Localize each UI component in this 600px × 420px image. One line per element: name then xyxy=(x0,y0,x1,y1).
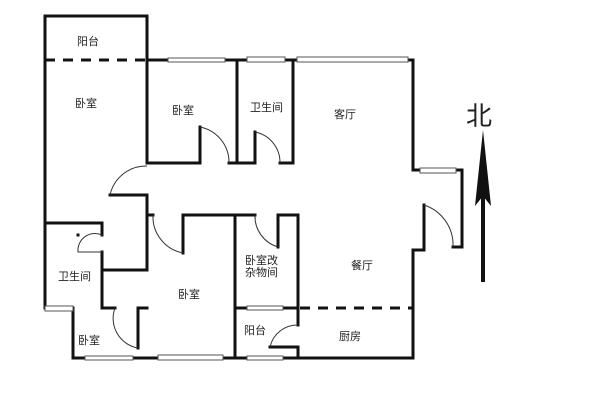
window xyxy=(419,167,457,174)
door-arc xyxy=(423,204,454,248)
door-arc xyxy=(254,131,281,164)
window xyxy=(246,305,284,311)
wall xyxy=(451,168,464,249)
wall xyxy=(406,58,422,172)
window xyxy=(84,355,134,361)
room-label-bedroom: 卧室 xyxy=(75,97,97,110)
room-label-balcony: 阳台 xyxy=(77,35,99,48)
wall xyxy=(100,250,117,310)
door-arc xyxy=(199,126,230,164)
window xyxy=(246,56,286,63)
wall xyxy=(227,130,257,165)
door-arc xyxy=(269,324,299,348)
wall xyxy=(43,221,104,237)
room-label-bedroom: 卧室 xyxy=(172,104,194,117)
compass-label: 北 xyxy=(466,102,493,132)
door-arc xyxy=(112,307,139,349)
room-label-bedroom: 卧室 xyxy=(178,288,200,301)
wall xyxy=(100,193,149,272)
room-label-living-room: 客厅 xyxy=(334,108,356,121)
room-label-dining-room: 餐厅 xyxy=(351,259,373,272)
window xyxy=(167,57,226,63)
room-label-storage: 卧室改 xyxy=(245,254,278,267)
wall xyxy=(181,213,257,255)
room-label-bathroom: 卫生间 xyxy=(250,101,283,114)
room-label-bathroom: 卫生间 xyxy=(58,270,91,283)
wall xyxy=(145,125,202,165)
door-arc xyxy=(109,165,148,196)
door-arc xyxy=(77,232,103,253)
wall xyxy=(278,58,295,165)
wall xyxy=(43,14,149,310)
window xyxy=(44,305,74,312)
wall xyxy=(71,306,87,360)
wall xyxy=(411,203,426,360)
room-label-bedroom: 卧室 xyxy=(78,334,100,347)
door-arc xyxy=(254,214,279,248)
north-arrow-icon xyxy=(475,130,491,282)
window xyxy=(157,354,224,361)
wall xyxy=(276,213,300,327)
window xyxy=(246,355,284,361)
window xyxy=(296,56,409,63)
wall xyxy=(268,345,300,360)
room-label-kitchen: 厨房 xyxy=(339,330,361,343)
room-label-balcony: 阳台 xyxy=(244,324,266,337)
room-label-storage: 杂物间 xyxy=(245,266,278,279)
door-arc xyxy=(152,214,184,254)
wall xyxy=(136,306,149,350)
